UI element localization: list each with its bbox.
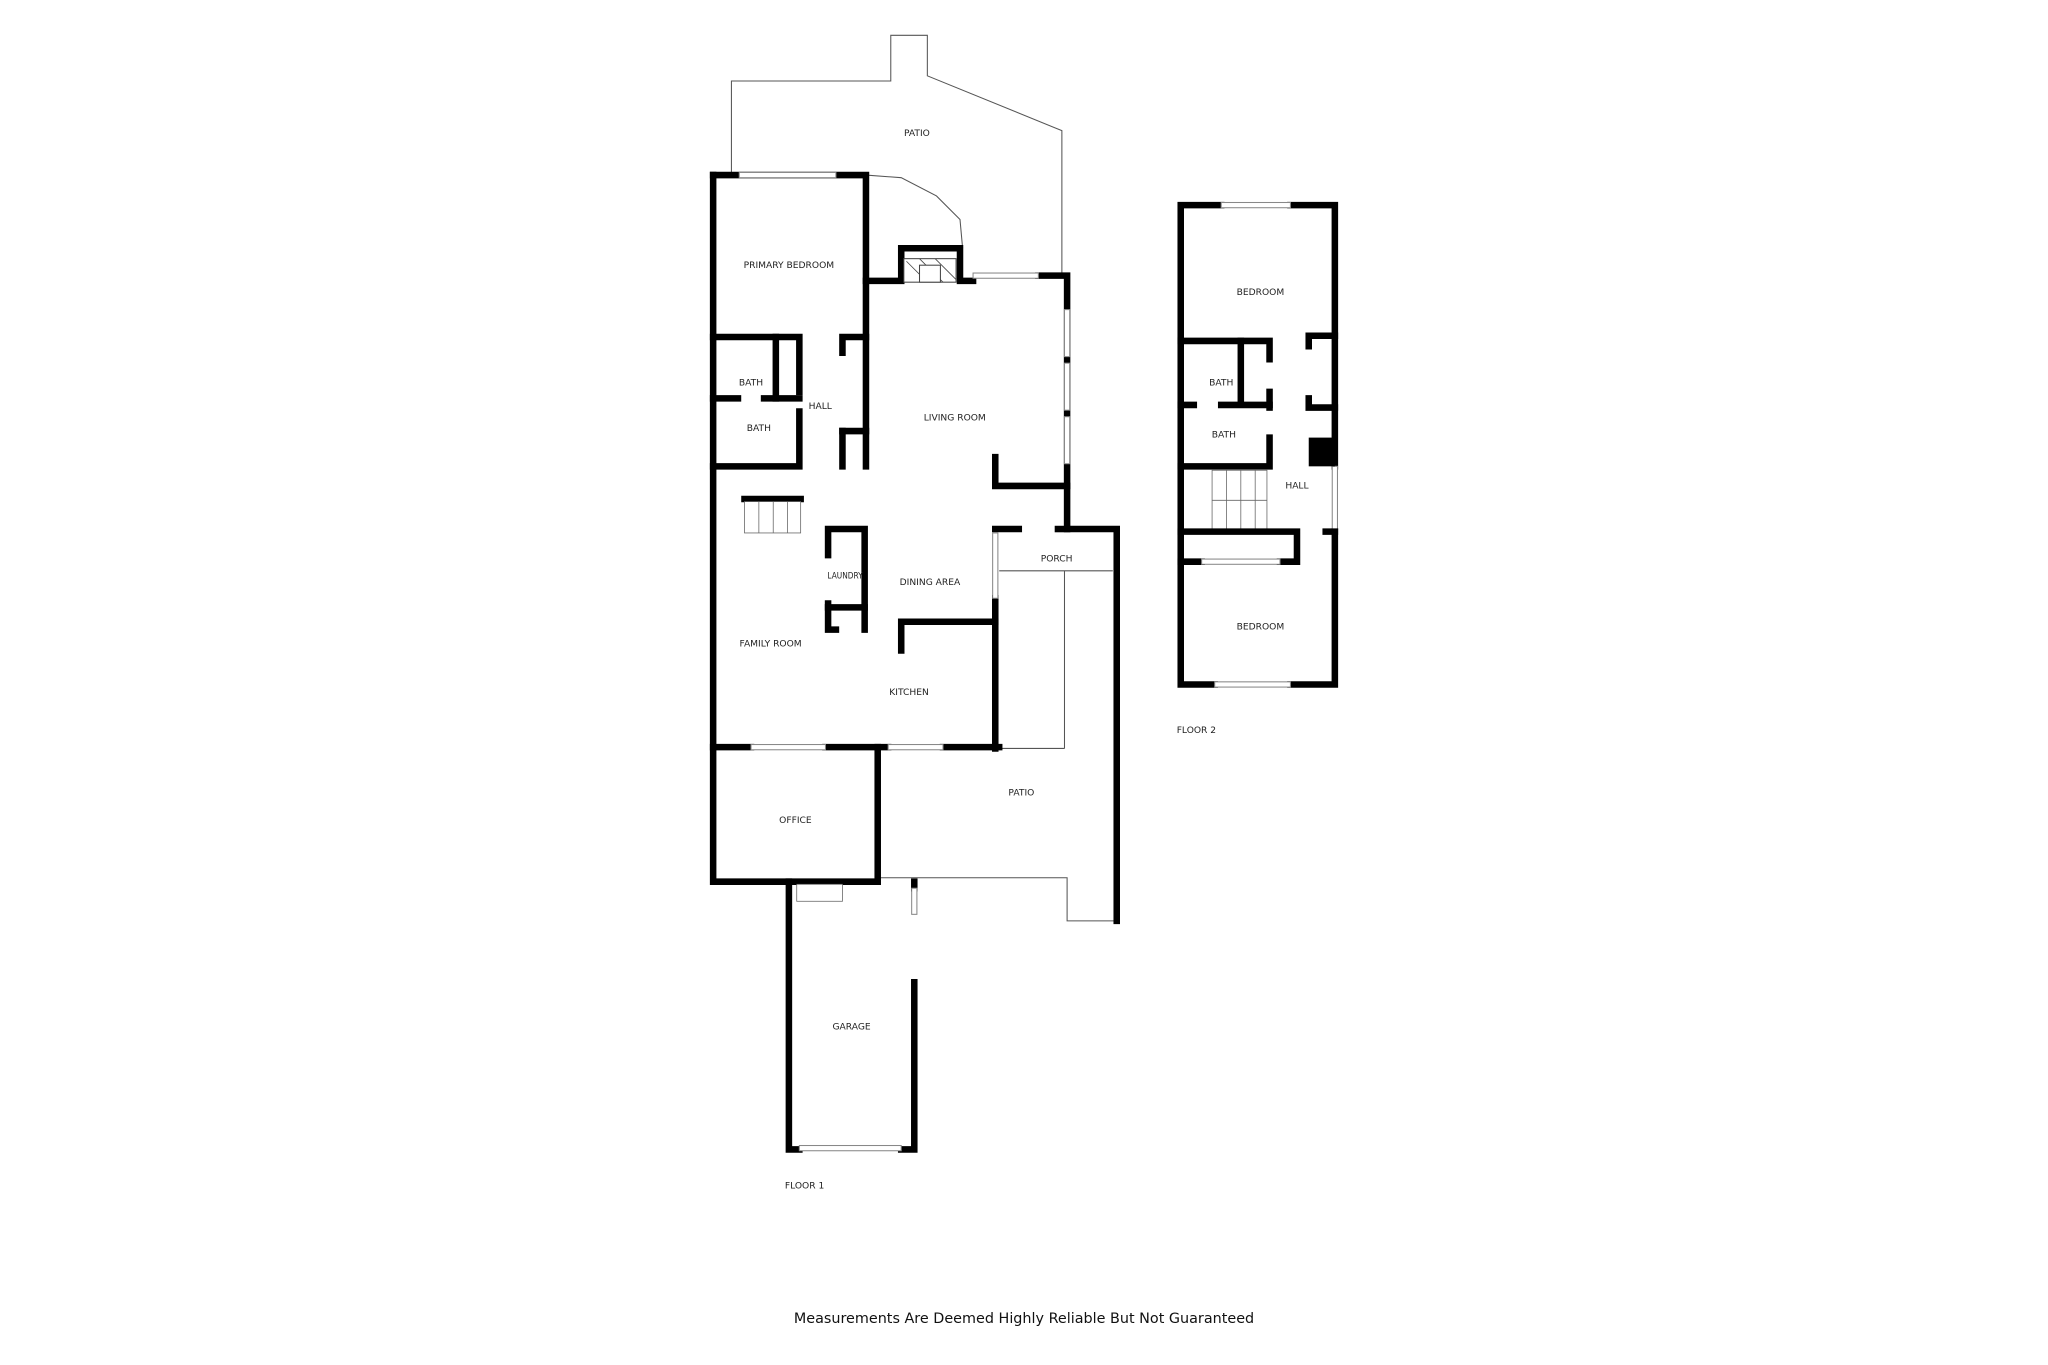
disclaimer-text: Measurements Are Deemed Highly Reliable … [794, 1311, 1254, 1327]
room-label-hall: HALL [1285, 482, 1309, 492]
room-label-laundry: LAUNDRY [827, 572, 863, 582]
room-label-bath: BATH [1209, 378, 1233, 388]
room-label-family-room: FAMILY ROOM [740, 640, 802, 650]
room-label-bedroom: BEDROOM [1237, 288, 1285, 298]
stairs-icon [1211, 469, 1268, 531]
room-label-bath: BATH [739, 378, 763, 388]
floor-2-label: FLOOR 2 [1177, 726, 1216, 736]
room-label-kitchen: KITCHEN [889, 688, 929, 698]
step-icon [796, 883, 843, 902]
patio-curve [865, 174, 964, 249]
floor-2-plan: BEDROOM BATH BATH HALL BEDROOM FLOOR 2 [1177, 201, 1339, 736]
room-label-patio: PATIO [904, 129, 930, 139]
patio-bottom-outline [877, 877, 1117, 922]
room-label-office: OFFICE [779, 816, 812, 826]
chimney-block [1308, 437, 1335, 467]
room-label-patio: PATIO [1008, 788, 1034, 798]
room-label-bedroom: BEDROOM [1237, 623, 1285, 633]
room-label-living-room: LIVING ROOM [924, 414, 986, 424]
stairs-icon [741, 495, 804, 534]
room-label-bath: BATH [1212, 431, 1236, 441]
patio-top-outline [730, 34, 1063, 276]
room-label-hall: HALL [809, 402, 833, 412]
room-label-garage: GARAGE [832, 1022, 870, 1032]
room-label-dining-area: DINING AREA [900, 578, 961, 588]
floor-1-label: FLOOR 1 [785, 1182, 824, 1192]
wall [709, 171, 881, 885]
room-label-porch: PORCH [1041, 555, 1073, 565]
room-label-bath: BATH [747, 424, 771, 434]
floor-1-plan: PATIO PRIMARY BEDROOM BATH BATH HALL LIV… [709, 34, 1120, 1192]
room-label-primary-bedroom: PRIMARY BEDROOM [744, 261, 835, 271]
